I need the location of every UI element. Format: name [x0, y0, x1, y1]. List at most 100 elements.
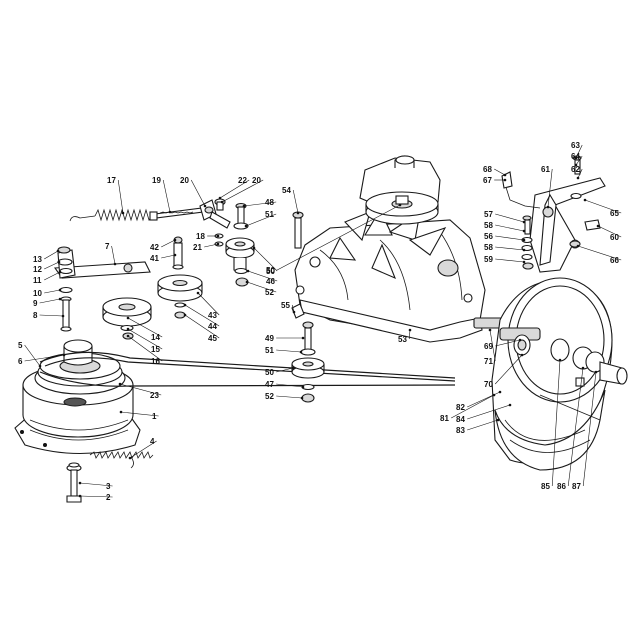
- leader-line-48: [243, 201, 277, 207]
- part-label-50: 50: [266, 267, 275, 276]
- leader-line-47: [276, 383, 304, 388]
- leader-line-51: [245, 213, 277, 227]
- part-label-85: 85: [541, 482, 550, 491]
- part-label-3: 3: [106, 482, 111, 491]
- leader-line-63: [575, 144, 583, 159]
- part-label-67: 67: [483, 176, 492, 185]
- part-label-17: 17: [107, 176, 116, 185]
- part-label-58: 58: [484, 243, 493, 252]
- leader-dot-55: [292, 310, 296, 314]
- leader-line-83: [467, 419, 499, 431]
- idler-pulley: [102, 297, 152, 340]
- leader-line-15: [127, 328, 163, 350]
- leader-dot-56: [522, 238, 526, 242]
- part-label-54: 54: [282, 186, 291, 195]
- leader-dot-13: [56, 249, 60, 253]
- leader-line-50: [253, 247, 278, 272]
- part-label-83: 83: [456, 426, 465, 435]
- leader-line-54: [292, 189, 299, 214]
- part-label-53: 53: [398, 335, 407, 344]
- part-label-9: 9: [33, 299, 38, 308]
- leader-line-84: [467, 404, 511, 420]
- clutch-bolt: [66, 462, 82, 503]
- leader-dot-52: [300, 396, 304, 400]
- part-label-4: 4: [150, 437, 155, 446]
- leader-dot-6: [62, 353, 66, 357]
- bolt-55: [291, 303, 305, 319]
- leader-dot-4: [128, 456, 132, 460]
- leader-dot-2: [78, 494, 82, 498]
- part-label-23: 23: [150, 391, 159, 400]
- leader-dot-54: [296, 211, 300, 215]
- leader-lines: [24, 144, 622, 498]
- leader-dot-50: [252, 246, 256, 250]
- part-label-64: 64: [571, 152, 580, 161]
- leader-line-10: [44, 289, 61, 294]
- part-label-46: 46: [266, 277, 275, 286]
- leader-dot-50: [398, 203, 402, 207]
- part-label-41: 41: [150, 254, 159, 263]
- leader-dot-52: [245, 280, 249, 284]
- leader-line-62: [577, 168, 583, 179]
- part-label-6: 6: [18, 357, 23, 366]
- leader-line-8: [39, 314, 64, 317]
- leader-dot-23: [118, 382, 122, 386]
- leader-line-14: [127, 317, 163, 338]
- clutch-spring: [89, 451, 154, 469]
- leader-dot-84: [508, 403, 512, 407]
- leader-dot-20: [220, 200, 224, 204]
- leader-dot-15: [126, 327, 130, 331]
- leader-dot-50: [291, 366, 295, 370]
- leader-line-45: [184, 314, 220, 339]
- leader-dot-49: [301, 336, 305, 340]
- part-label-8: 8: [33, 311, 38, 320]
- leader-line-52: [276, 395, 303, 399]
- leader-dot-69: [518, 338, 522, 342]
- leader-line-71: [489, 329, 496, 362]
- part-label-7: 7: [105, 242, 110, 251]
- leader-dot-57: [522, 220, 526, 224]
- bolt-49: [300, 321, 316, 356]
- leader-dot-17: [121, 211, 125, 215]
- part-label-60: 60: [610, 233, 619, 242]
- part-label-14: 14: [151, 333, 160, 342]
- leader-line-60: [597, 225, 622, 238]
- leader-dot-67: [503, 178, 507, 182]
- part-label-44: 44: [208, 322, 217, 331]
- leader-line-42: [161, 239, 176, 248]
- brake-rod: [501, 171, 541, 209]
- leader-line-82: [467, 391, 501, 408]
- leader-dot-22: [218, 196, 222, 200]
- part-label-81: 81: [440, 414, 449, 423]
- leader-dot-63: [574, 156, 578, 160]
- leader-dot-21: [216, 242, 220, 246]
- part-label-12: 12: [33, 265, 42, 274]
- leader-line-12: [44, 261, 60, 270]
- leader-dot-10: [58, 288, 62, 292]
- leader-dot-46: [246, 269, 250, 273]
- leader-dot-14: [126, 316, 130, 320]
- pulley-43: [157, 236, 203, 319]
- part-label-19: 19: [152, 176, 161, 185]
- part-label-59: 59: [484, 255, 493, 264]
- leader-line-2: [79, 495, 113, 498]
- leader-line-51: [276, 349, 302, 353]
- leader-line-5: [24, 344, 41, 367]
- leader-dot-11: [58, 270, 62, 274]
- part-label-13: 13: [33, 255, 42, 264]
- leader-line-19: [162, 179, 171, 213]
- leader-dot-5: [38, 364, 42, 368]
- transaxle: [294, 155, 505, 343]
- leader-dot-64: [574, 163, 578, 167]
- part-label-52: 52: [265, 288, 274, 297]
- part-label-68: 68: [483, 165, 492, 174]
- leader-dot-71: [488, 328, 492, 332]
- leader-line-20: [221, 179, 264, 203]
- leader-line-11: [44, 271, 61, 281]
- leader-dot-51: [299, 350, 303, 354]
- leader-dot-12: [57, 260, 61, 264]
- leader-dot-44: [183, 303, 187, 307]
- part-label-65: 65: [610, 209, 619, 218]
